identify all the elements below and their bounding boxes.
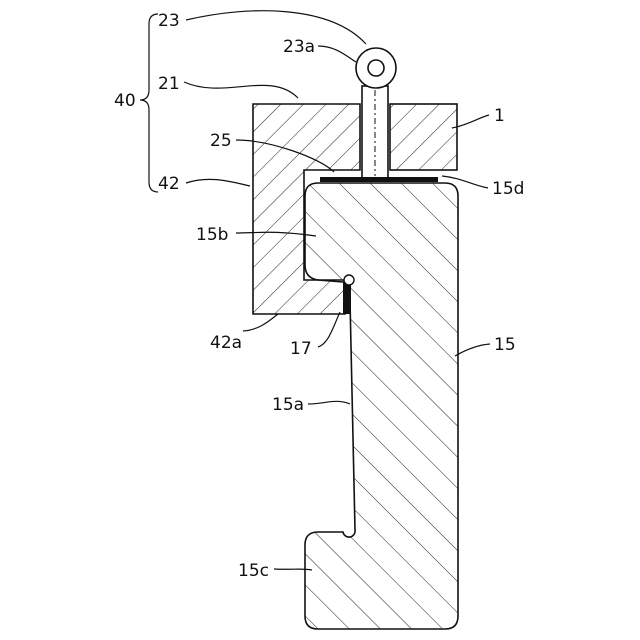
member-1 <box>390 104 457 170</box>
label-40: 40 <box>114 91 136 111</box>
member-15 <box>305 183 458 629</box>
gasket-15d <box>320 177 438 182</box>
label-21: 21 <box>158 74 180 94</box>
label-23a: 23a <box>283 37 315 57</box>
label-15b: 15b <box>196 225 228 245</box>
leader-42a <box>243 314 278 331</box>
label-15a: 15a <box>272 395 304 415</box>
leader-15c <box>274 569 312 570</box>
label-15c: 15c <box>238 561 269 581</box>
label-15: 15 <box>494 335 516 355</box>
label-15d: 15d <box>492 179 524 199</box>
seal-17-bead <box>344 275 354 285</box>
leader-15a <box>308 401 350 404</box>
leader-17 <box>318 312 340 347</box>
leader-21 <box>184 82 298 98</box>
seal-17 <box>343 282 351 314</box>
label-25: 25 <box>210 131 232 151</box>
leader-23a <box>318 46 356 62</box>
label-17: 17 <box>290 339 312 359</box>
ring-23a-inner <box>368 60 384 76</box>
label-42: 42 <box>158 174 180 194</box>
bracket-40 <box>140 14 158 192</box>
leader-42 <box>186 179 250 186</box>
leader-23 <box>186 11 366 44</box>
label-42a: 42a <box>210 333 242 353</box>
leader-15 <box>455 344 490 356</box>
label-23: 23 <box>158 11 180 31</box>
label-1: 1 <box>494 106 505 126</box>
